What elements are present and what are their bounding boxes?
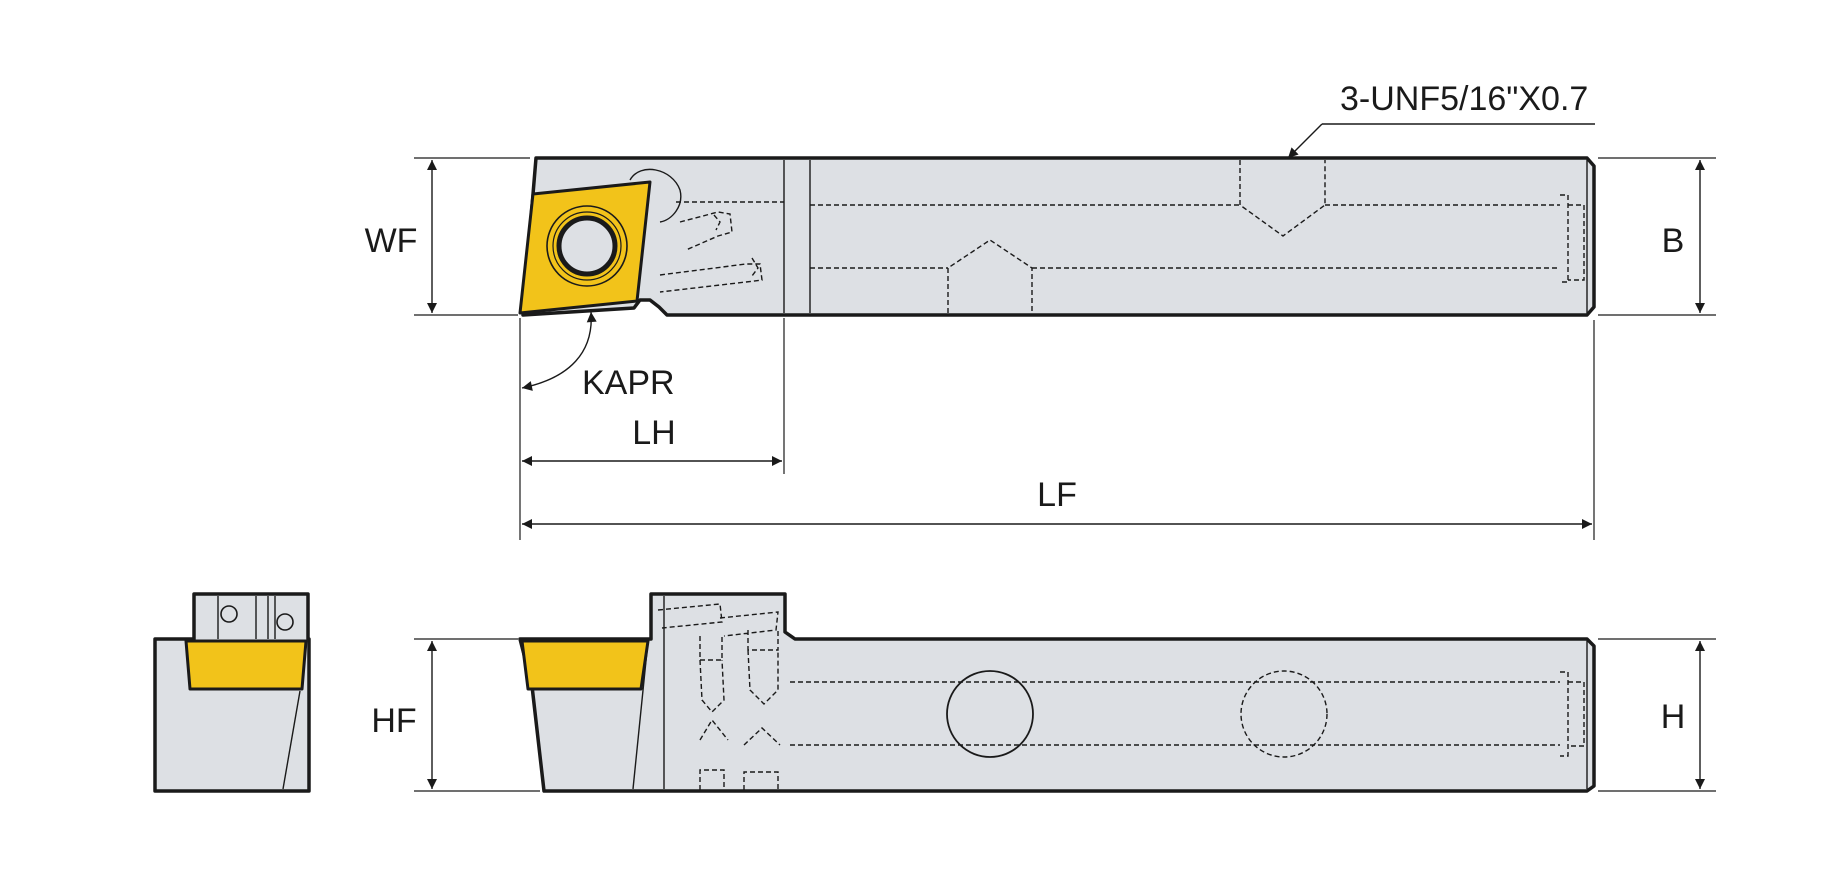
side-view-body xyxy=(518,592,1596,793)
label-lh: LH xyxy=(632,414,675,452)
thread-callout: 3-UNF5/16"X0.7 xyxy=(1287,80,1595,159)
dimension-wf: WF xyxy=(365,157,530,316)
label-thread: 3-UNF5/16"X0.7 xyxy=(1340,80,1588,118)
dimension-b: B xyxy=(1598,157,1716,316)
side-view-hole xyxy=(946,670,1034,758)
hidden-thread-top xyxy=(1239,160,1326,237)
top-view xyxy=(518,156,1596,317)
hidden-thread-bottom xyxy=(947,239,1033,313)
side-view-insert xyxy=(520,639,650,691)
label-hf: HF xyxy=(371,702,416,740)
dimension-lf: LF xyxy=(522,320,1595,540)
dimension-hf: HF xyxy=(371,638,540,792)
end-view-body xyxy=(153,592,311,793)
dimension-lh: LH xyxy=(522,318,785,474)
hidden-clamp-screws xyxy=(659,201,784,293)
label-wf: WF xyxy=(365,222,418,260)
side-hidden-screws xyxy=(657,603,781,790)
side-view-hidden-hole xyxy=(1240,670,1328,758)
end-view xyxy=(153,592,311,793)
end-view-insert xyxy=(184,639,308,691)
label-lf: LF xyxy=(1037,476,1077,514)
insert-screw-ring-inner xyxy=(552,211,622,281)
insert-screw-hole xyxy=(556,215,618,277)
clamp-lever xyxy=(629,168,682,223)
dimension-h: H xyxy=(1598,638,1716,792)
dimension-kapr: KAPR xyxy=(519,311,675,540)
hidden-end-plug xyxy=(1560,194,1585,283)
label-kapr: KAPR xyxy=(582,364,675,402)
side-hidden-channels xyxy=(790,671,1585,757)
label-h: H xyxy=(1661,698,1686,736)
end-view-hole-right xyxy=(276,613,294,631)
end-view-hole-left xyxy=(220,605,238,623)
side-view xyxy=(518,592,1596,793)
top-view-shank-body xyxy=(521,156,1596,317)
label-b: B xyxy=(1662,222,1685,260)
